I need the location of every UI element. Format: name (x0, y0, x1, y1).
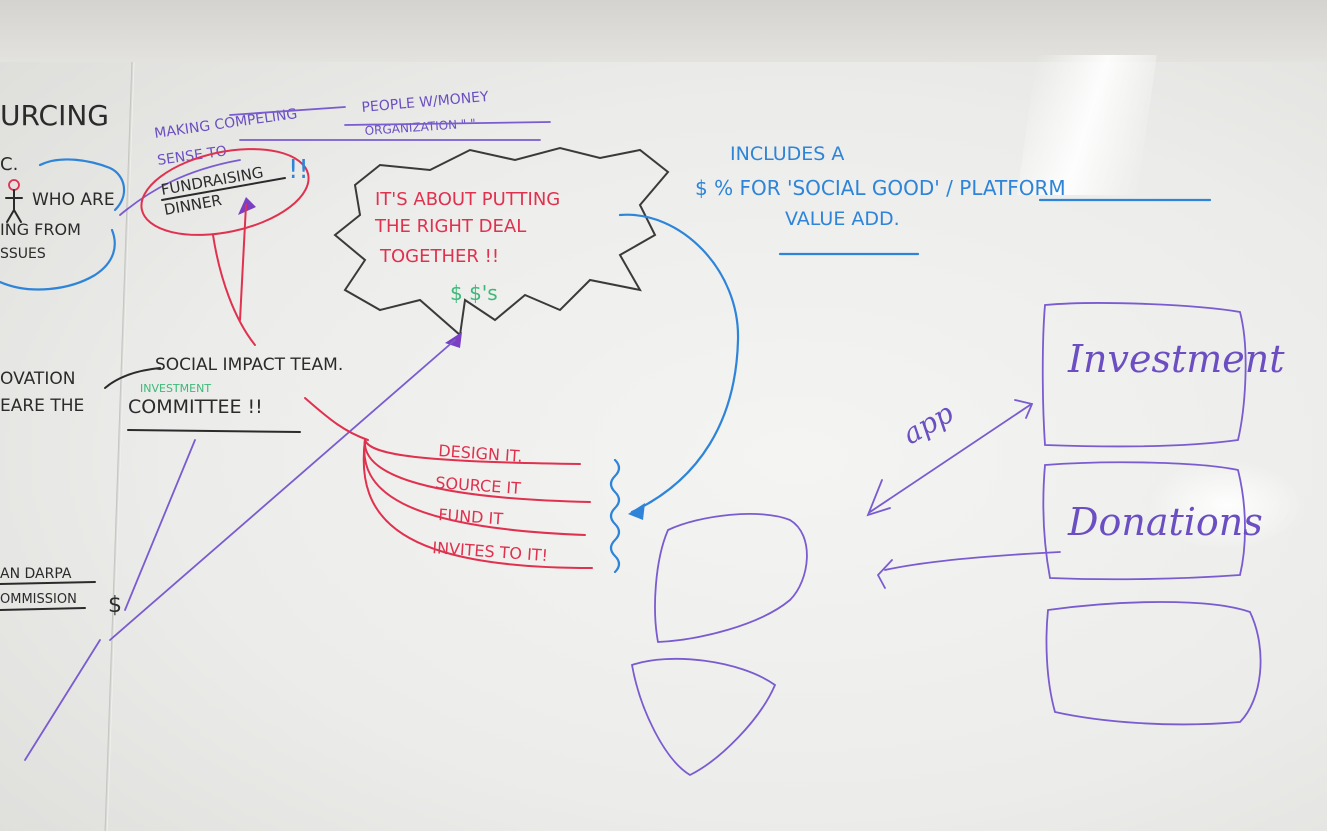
underline (344, 121, 551, 126)
bracket-line (364, 439, 581, 465)
arrow-line (884, 551, 1061, 571)
left-notes: URCING C. WHO ARE ING FROM SSUES OVATION… (0, 99, 126, 618)
source-it-text: SOURCE IT (435, 473, 522, 498)
etc-text: C. (0, 154, 18, 175)
ovation-text: OVATION (0, 369, 75, 389)
connector-line (124, 439, 196, 611)
underline (229, 106, 346, 116)
exclaim-text: !! (288, 155, 309, 185)
connector-line (119, 159, 241, 216)
blob-shape (630, 657, 777, 777)
double-arrow-line (869, 404, 1031, 513)
investment-text: Investment (1067, 337, 1285, 381)
design-it-text: DESIGN IT. (438, 441, 524, 466)
bracket-line (362, 439, 593, 569)
arrow-head-icon (866, 479, 891, 517)
ing-from-text: ING FROM (0, 220, 81, 239)
includes-text: INCLUDES A (730, 143, 844, 165)
underline (0, 607, 86, 611)
money-text: $ $'s (450, 281, 498, 305)
stick-figure-icon (5, 179, 23, 223)
blue-note: INCLUDES A $ % FOR 'SOCIAL GOOD' / PLATF… (609, 143, 1212, 574)
underline (127, 429, 301, 433)
blue-cloud-bottom (0, 228, 116, 291)
eare-the-text: EARE THE (0, 396, 84, 416)
burst-outline (333, 146, 670, 337)
bracket-line (363, 439, 586, 536)
red-circle (140, 148, 310, 236)
connector-line (109, 339, 456, 641)
bracket-line (363, 439, 591, 503)
deal-burst: IT'S ABOUT PUTTING THE RIGHT DEAL TOGETH… (109, 146, 670, 641)
connector-line (212, 234, 256, 346)
connector-line (24, 639, 101, 761)
investment-label: INVESTMENT (140, 382, 211, 395)
arrow-head-icon (628, 503, 645, 520)
arrow-head-icon (238, 197, 256, 215)
wall (0, 0, 1327, 62)
dollar-sign: $ (108, 593, 122, 618)
blue-cloud-top (38, 158, 126, 212)
light-glare (1147, 460, 1307, 550)
sourcing-text: URCING (0, 99, 109, 132)
organization-text: ORGANIZATION " " (364, 116, 476, 138)
connector-line (304, 397, 369, 441)
fund-it-text: FUND IT (438, 505, 504, 528)
social-impact-text: SOCIAL IMPACT TEAM. (155, 355, 343, 375)
blob-shape (654, 513, 808, 643)
underline (0, 581, 96, 585)
empty-box (1045, 601, 1262, 726)
value-add-text: VALUE ADD. (785, 208, 900, 230)
purple-boxes: Investment Donations app (630, 302, 1285, 777)
squiggle-bracket (609, 458, 621, 574)
people-money-text: PEOPLE W/MONEY (361, 89, 490, 116)
connector-line (239, 204, 247, 321)
burst-line2: THE RIGHT DEAL (374, 216, 526, 237)
red-list: DESIGN IT. SOURCE IT FUND IT INVITES TO … (304, 397, 593, 569)
connector-line (104, 367, 161, 389)
app-text: app (897, 396, 959, 451)
donations-text: Donations (1067, 500, 1263, 544)
arrow-head-icon (1014, 399, 1034, 419)
blue-arrow-line (618, 213, 740, 514)
darpa-text: AN DARPA (0, 566, 72, 582)
arrow-head-icon (876, 559, 893, 589)
team-notes: SOCIAL IMPACT TEAM. INVESTMENT COMMITTEE… (24, 355, 343, 761)
who-are-text: WHO ARE (32, 190, 115, 210)
burst-line3: TOGETHER !! (379, 246, 499, 267)
burst-line1: IT'S ABOUT PUTTING (375, 189, 560, 210)
underline (161, 177, 286, 201)
social-good-text: $ % FOR 'SOCIAL GOOD' / PLATFORM (695, 176, 1066, 200)
committee-text: COMMITTEE !! (128, 396, 263, 418)
invites-text: INVITES TO IT! (432, 538, 549, 565)
investment-box (1041, 302, 1247, 448)
issues-text: SSUES (0, 246, 46, 262)
ommission-text: OMMISSION (0, 592, 77, 607)
